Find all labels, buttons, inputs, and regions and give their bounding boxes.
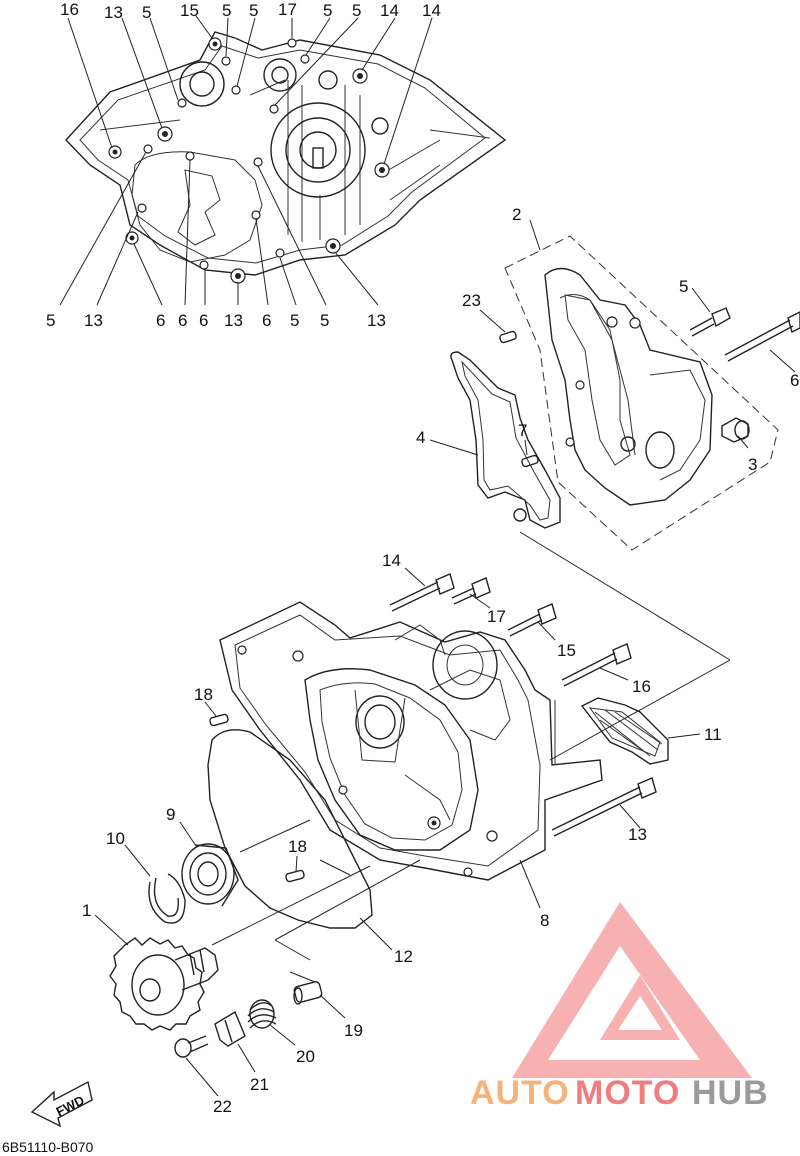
callout-5-bottom-c: 5	[320, 311, 329, 330]
callout-16-top: 16	[60, 0, 79, 19]
callout-7: 7	[518, 421, 527, 440]
callout-5-top-a: 5	[142, 3, 151, 22]
relief-valve-parts: 19 20 21 22	[174, 981, 363, 1116]
callout-13-bottom-b: 13	[224, 311, 243, 330]
callout-22: 22	[213, 1097, 232, 1116]
callout-18-upper: 18	[194, 685, 213, 704]
oil-strainer: 11	[580, 697, 722, 765]
callout-5: 5	[679, 277, 688, 296]
callout-5-top-d: 5	[323, 1, 332, 20]
crankcase-main: 8	[219, 601, 603, 930]
callout-5-top-c: 5	[249, 1, 258, 20]
callout-5-bottom-a: 5	[46, 311, 55, 330]
fwd-label: FWD	[53, 1092, 86, 1119]
callout-11: 11	[704, 725, 722, 744]
callout-14-top-b: 14	[422, 1, 441, 20]
watermark-hub: HUB	[692, 1074, 769, 1112]
callout-6-bottom-b: 6	[178, 311, 187, 330]
callout-6-bottom-c: 6	[199, 311, 208, 330]
callout-6-bottom-d: 6	[262, 311, 271, 330]
watermark-logo: AUTO MOTO HUB	[470, 902, 769, 1112]
callout-13-bottom-a: 13	[84, 311, 103, 330]
callout-5-top-b: 5	[222, 1, 231, 20]
callout-20: 20	[296, 1047, 315, 1066]
callout-8: 8	[540, 911, 549, 930]
callout-15-top: 15	[180, 1, 199, 20]
watermark-moto: MOTO	[575, 1074, 680, 1112]
watermark-auto: AUTO	[470, 1074, 570, 1112]
callout-1: 1	[82, 901, 91, 920]
callout-4: 4	[416, 428, 425, 447]
callout-14: 14	[382, 551, 401, 570]
callout-17-top: 17	[278, 0, 297, 19]
oil-pump-drive-gear: 1	[82, 901, 219, 1031]
crankcase-bolts: 14 17 15 16 13	[382, 551, 657, 844]
oil-pump-assembly: 2 23 5 6 3 4 7	[416, 205, 800, 661]
callout-15: 15	[557, 641, 576, 660]
callout-18-lower: 18	[288, 837, 307, 856]
callout-16: 16	[632, 677, 651, 696]
callout-23: 23	[462, 291, 481, 310]
case-gasket-o-ring: 18 18 12	[194, 685, 413, 966]
callout-10: 10	[106, 829, 125, 848]
callout-13-top: 13	[104, 3, 123, 22]
drawing-code: 6B51110-B070	[2, 1139, 94, 1155]
crankcase-top-view: 16 13 5 15 5 5 17 5 5 14 14 5 13 6 6 6 1…	[46, 0, 507, 330]
callout-14-top-a: 14	[380, 1, 399, 20]
callout-6: 6	[790, 371, 799, 390]
callout-3: 3	[748, 455, 757, 474]
assembly-lines	[211, 659, 731, 983]
callout-13: 13	[628, 825, 647, 844]
bearing-and-circlip: 9 10	[106, 805, 239, 924]
callout-6-bottom-a: 6	[156, 311, 165, 330]
callout-21: 21	[250, 1075, 269, 1094]
callout-12: 12	[394, 947, 413, 966]
callout-2: 2	[512, 205, 521, 224]
callout-19: 19	[344, 1021, 363, 1040]
callout-5-top-e: 5	[352, 1, 361, 20]
callout-9: 9	[166, 805, 175, 824]
callout-5-bottom-b: 5	[290, 311, 299, 330]
callout-13-bottom-c: 13	[367, 311, 386, 330]
callout-17: 17	[487, 607, 506, 626]
fwd-arrow: FWD	[30, 1080, 93, 1128]
